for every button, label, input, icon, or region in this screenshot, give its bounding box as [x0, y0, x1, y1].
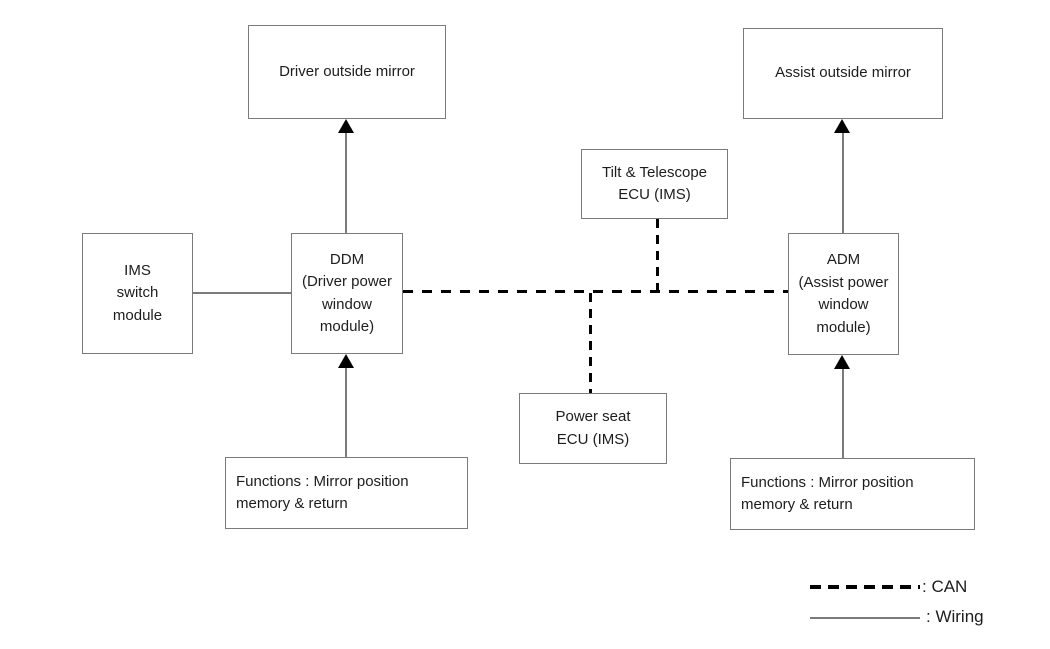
arrowhead-up-icon	[834, 119, 850, 133]
wiring-adm-to-assist-mirror	[842, 131, 844, 233]
functions-driver-box: Functions : Mirror position memory & ret…	[225, 457, 468, 529]
arrowhead-up-icon	[338, 354, 354, 368]
legend-can-label: : CAN	[922, 577, 968, 596]
legend-can-line-sample	[810, 585, 920, 589]
tilt-telescope-ecu-box: Tilt & Telescope ECU (IMS)	[581, 149, 728, 219]
adm-box: ADM (Assist power window module)	[788, 233, 899, 355]
arrowhead-up-icon	[338, 119, 354, 133]
can-branch-power-seat-ecu	[589, 293, 592, 393]
arrowhead-up-icon	[834, 355, 850, 369]
power-seat-ecu-box: Power seat ECU (IMS)	[519, 393, 667, 464]
functions-assist-box: Functions : Mirror position memory & ret…	[730, 458, 975, 530]
ims-switch-module-box: IMS switch module	[82, 233, 193, 354]
wiring-functions-to-adm	[842, 367, 844, 458]
ddm-box: DDM (Driver power window module)	[291, 233, 403, 354]
legend-wiring-label: : Wiring	[926, 607, 984, 626]
can-bus-ddm-to-adm	[403, 290, 788, 293]
wiring-functions-to-ddm	[345, 366, 347, 457]
driver-outside-mirror-box: Driver outside mirror	[248, 25, 446, 119]
wiring-ims-switch-to-ddm	[193, 292, 291, 294]
wiring-ddm-to-driver-mirror	[345, 131, 347, 233]
can-branch-tilt-telescope-ecu	[656, 219, 659, 290]
legend-wiring-line-sample	[810, 617, 920, 619]
assist-outside-mirror-box: Assist outside mirror	[743, 28, 943, 119]
